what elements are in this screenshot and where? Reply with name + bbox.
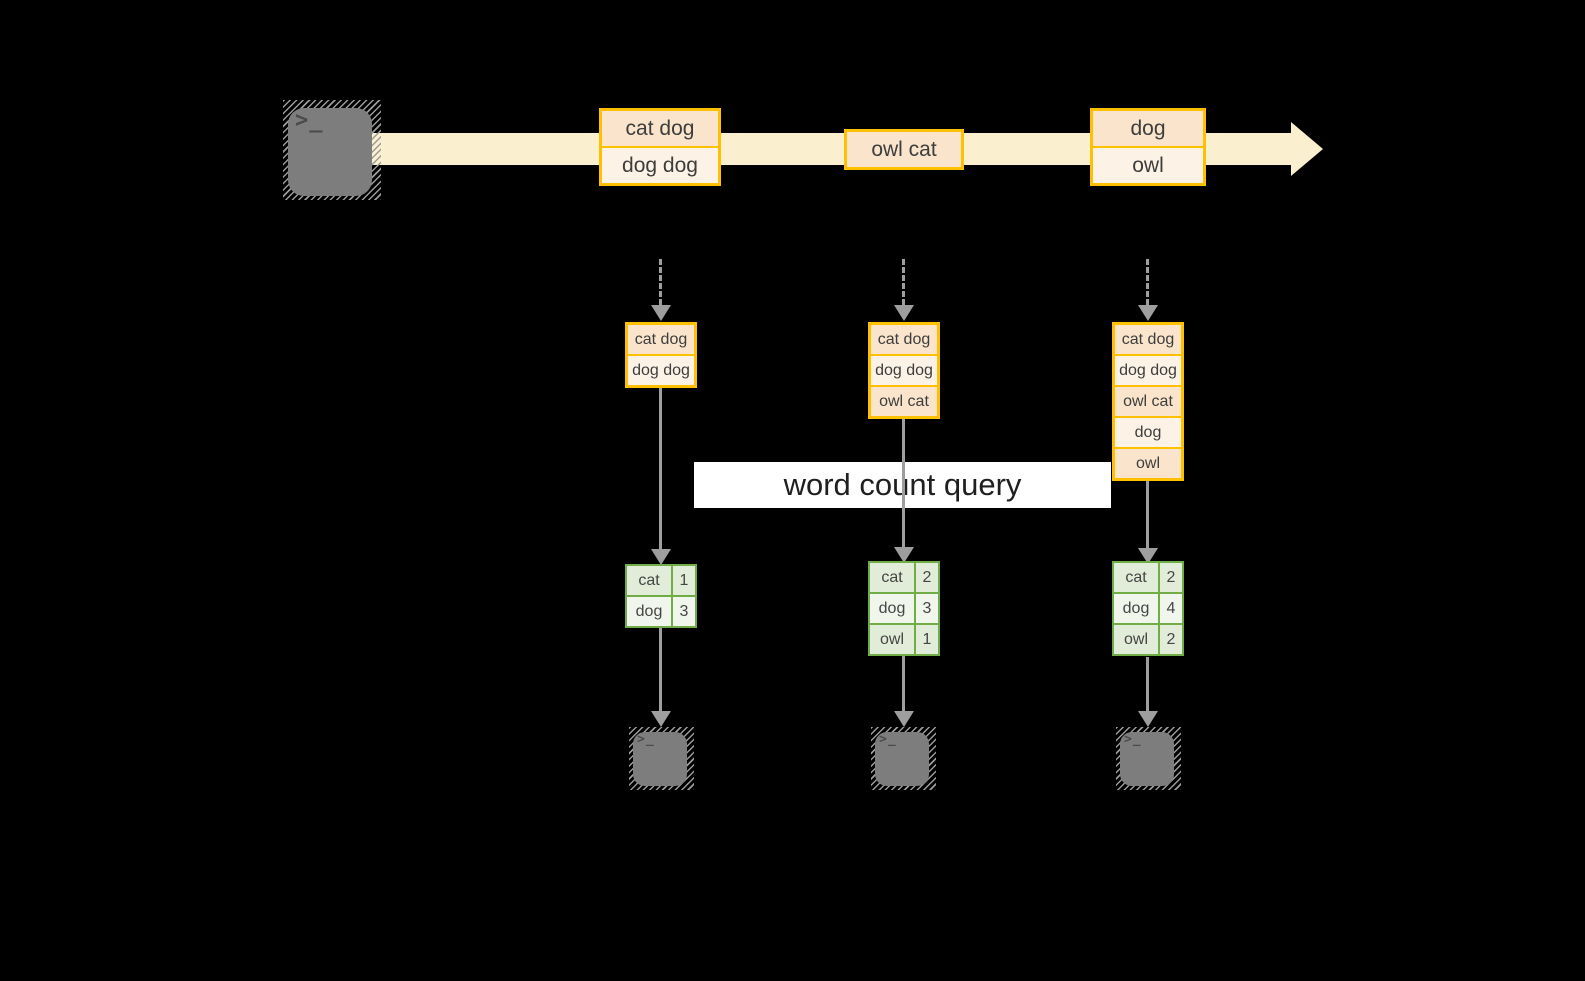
terminal-screen — [288, 108, 372, 196]
arrowhead-icon — [651, 711, 671, 727]
count-cell: 1 — [922, 631, 932, 648]
count-cell: 1 — [679, 572, 689, 589]
count-cell: 2 — [1166, 569, 1176, 586]
word-cell: dog — [627, 597, 673, 626]
dashed-arrow — [902, 259, 905, 305]
source-terminal-icon: >_ — [283, 100, 381, 200]
dashed-arrow — [1146, 259, 1149, 305]
query-arrow — [902, 418, 905, 547]
result-row: dog 3 — [627, 595, 695, 626]
result-row: cat 2 — [1114, 563, 1182, 592]
result-row: dog 3 — [870, 592, 938, 623]
record-row: owl — [1115, 447, 1181, 478]
stream-timeline-arrowhead-icon — [1291, 122, 1323, 176]
stream-event-box: owl cat — [844, 129, 964, 170]
arrowhead-icon — [894, 547, 914, 563]
record-row: dog dog — [628, 354, 694, 385]
word-cell: cat — [870, 563, 916, 592]
record-row: dog — [1115, 416, 1181, 447]
record-row: owl cat — [847, 132, 961, 167]
output-arrow — [659, 628, 662, 711]
terminal-prompt-icon: >_ — [1124, 732, 1142, 747]
count-cell: 3 — [922, 600, 932, 617]
word-cell: owl — [1114, 625, 1160, 654]
result-row: owl 1 — [870, 623, 938, 654]
result-row: dog 4 — [1114, 592, 1182, 623]
count-cell: 2 — [922, 569, 932, 586]
output-arrow — [902, 656, 905, 711]
result-row: owl 2 — [1114, 623, 1182, 654]
arrowhead-icon — [894, 711, 914, 727]
record-row: owl — [1093, 146, 1203, 183]
output-arrow — [1146, 657, 1149, 711]
result-table: cat 2 dog 3 owl 1 — [868, 561, 940, 656]
terminal-prompt-icon: >_ — [879, 732, 897, 747]
terminal-screen — [1120, 732, 1174, 786]
arrowhead-icon — [894, 305, 914, 321]
record-row: dog dog — [602, 146, 718, 183]
sink-terminal-icon: >_ — [871, 727, 936, 790]
arrowhead-icon — [651, 549, 671, 565]
word-cell: cat — [627, 566, 673, 595]
result-table: cat 2 dog 4 owl 2 — [1112, 561, 1184, 656]
record-row: owl cat — [1115, 385, 1181, 416]
sink-terminal-icon: >_ — [1116, 727, 1181, 790]
word-cell: dog — [870, 594, 916, 623]
record-row: cat dog — [628, 325, 694, 354]
result-table: cat 1 dog 3 — [625, 564, 697, 628]
record-row: dog dog — [1115, 354, 1181, 385]
word-cell: owl — [870, 625, 916, 654]
sink-terminal-icon: >_ — [629, 727, 694, 790]
word-cell: cat — [1114, 563, 1160, 592]
record-row: dog dog — [871, 354, 937, 385]
arrowhead-icon — [1138, 305, 1158, 321]
dashed-arrow — [659, 259, 662, 305]
word-cell: dog — [1114, 594, 1160, 623]
result-row: cat 2 — [870, 563, 938, 592]
terminal-prompt-icon: >_ — [637, 732, 655, 747]
query-arrow — [659, 387, 662, 549]
count-cell: 4 — [1166, 600, 1176, 617]
query-arrow — [1146, 480, 1149, 548]
record-row: cat dog — [602, 111, 718, 146]
terminal-screen — [633, 732, 687, 786]
terminal-screen — [875, 732, 929, 786]
arrowhead-icon — [1138, 548, 1158, 564]
count-cell: 3 — [679, 603, 689, 620]
record-row: dog — [1093, 111, 1203, 146]
record-row: owl cat — [871, 385, 937, 416]
arrowhead-icon — [1138, 711, 1158, 727]
terminal-prompt-icon: >_ — [295, 108, 324, 133]
record-row: cat dog — [1115, 325, 1181, 354]
record-row: cat dog — [871, 325, 937, 354]
result-row: cat 1 — [627, 566, 695, 595]
arrowhead-icon — [651, 305, 671, 321]
count-cell: 2 — [1166, 631, 1176, 648]
